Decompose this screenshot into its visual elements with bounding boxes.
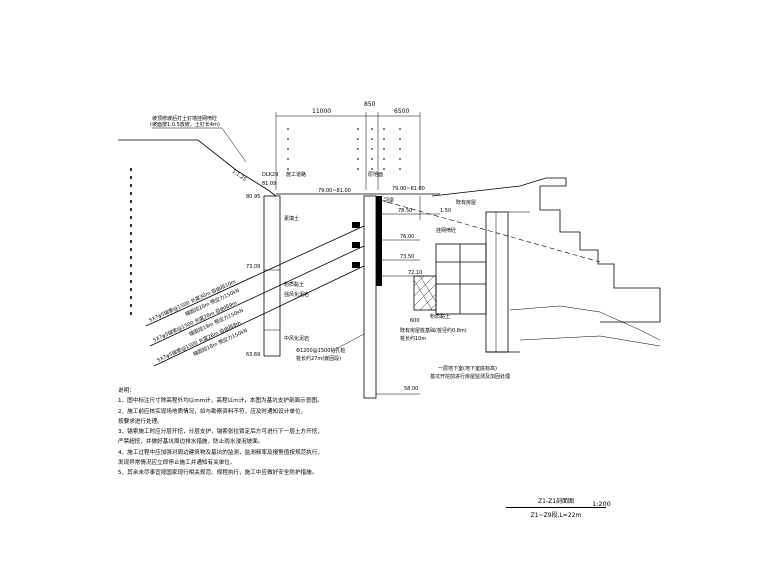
notes-section: 说明： 1、图中标注尺寸除高程外均以mm计，高程以m计，本图为基坑支护剖面示意图… xyxy=(118,386,448,479)
elev-right-1: 78.50 xyxy=(398,208,412,214)
dim-top-right: 6500 xyxy=(394,108,409,115)
anchor-cable-2 xyxy=(149,245,365,347)
right-note: 挂网喷砼 xyxy=(436,227,456,234)
note-line: 2、施工前应核实现场地质情况，如与勘察资料不符，应及时通知设计单位， xyxy=(118,408,307,415)
note-line: 按要求进行处理。 xyxy=(118,418,163,425)
bench-hatch xyxy=(413,275,437,311)
note-line: 严禁超挖，并做好基坑周边排水措施，防止雨水浸泡坡面。 xyxy=(118,439,264,446)
left-soil-column xyxy=(263,195,281,357)
house-roof-line xyxy=(431,177,567,197)
pile-label-leader xyxy=(333,333,365,351)
slope-note-1: 坡顶修坡后打土钉墙挂网喷砼 xyxy=(152,115,217,122)
note-line: 3、锚索施工时应分层开挖，分层支护，锚索张拉锁定后方可进行下一层土方开挖， xyxy=(118,429,323,436)
slope-note-leader xyxy=(152,127,247,163)
anchor-cable-3 xyxy=(153,265,365,367)
support-pile xyxy=(363,195,377,399)
bottom-label-2: 基坑开挖前进行房屋监测及加固处理 xyxy=(430,373,510,380)
bottom-label-1: 一层地下室(地下室底标高) xyxy=(438,365,497,372)
scale-label: 1:200 xyxy=(592,500,611,508)
pile-sub-label: 桩长约27m(嵌固段) xyxy=(296,355,341,362)
pile-label: Φ1200@1500钻孔桩 xyxy=(296,347,345,354)
elev-left-2: 73.09 xyxy=(246,264,260,270)
elev-left-3: 63.69 xyxy=(246,352,260,358)
notes-title: 说明： xyxy=(118,388,135,394)
note-line: 发现异常情况应立即停止施工并通知有关单位。 xyxy=(118,460,236,467)
section-subtitle: Z1~Z9段,L=22m xyxy=(530,512,582,519)
note-line: 1、图中标注尺寸除高程外均以mm计，高程以m计，本图为基坑支护剖面示意图。 xyxy=(118,398,323,405)
soil-label-4: 中风化泥岩 xyxy=(284,335,309,342)
soil-label-2: 粉质黏土 xyxy=(284,281,304,288)
foundation-label-1: 既有房屋桩基础(桩径约0.8m) xyxy=(400,327,467,334)
slope-note-2: (坡面按1:0.5放坡，土钉长4m) xyxy=(150,121,220,128)
section-title: Z1-Z1剖面图 xyxy=(506,496,606,508)
house-label: 既有房屋 xyxy=(456,199,476,206)
note-line: 4、施工过程中应加强对周边建筑物及基坑的监测，监测频率及报警值按规范执行， xyxy=(118,449,323,456)
crown-beam xyxy=(376,196,382,286)
elev-top-left: 81.09 xyxy=(262,181,276,187)
elev-bottom: 58.00 xyxy=(404,386,418,392)
title-block: Z1-Z1剖面图 Z1~Z9段,L=22m xyxy=(506,496,606,519)
soil-label-1: 素填土 xyxy=(284,215,299,222)
foundation-label-2: 桩长约10m xyxy=(400,335,426,342)
station-label: DLK29 xyxy=(262,172,278,178)
beam-label: 冠梁 xyxy=(384,197,394,204)
terrain-lower-line-2 xyxy=(519,335,661,347)
terrain-lower-line xyxy=(509,305,661,341)
anchor-cable-1 xyxy=(145,225,365,327)
ground-label: 原地面 xyxy=(368,171,383,178)
elev-right-3: 73.50 xyxy=(400,254,414,260)
elev-left-1: 80.95 xyxy=(246,194,260,200)
elev-road: 79.00~81.00 xyxy=(318,188,351,194)
fill-label: 粉质黏土 xyxy=(430,313,450,320)
slope-ratio: 1:1.25 xyxy=(231,169,248,183)
road-label: 施工道路 xyxy=(286,171,306,178)
dist-label: 1.50 xyxy=(440,208,451,214)
small-dim: 600 xyxy=(410,318,420,324)
elev-right-4: 72.10 xyxy=(408,270,422,276)
elev-right-top: 79.00~81.00 xyxy=(392,186,425,192)
elev-right-2: 76.00 xyxy=(400,234,414,240)
influence-dash-line xyxy=(379,199,601,263)
soil-label-3: 强风化泥岩 xyxy=(284,291,309,298)
anchor-heads xyxy=(352,222,360,268)
dimension-column-marks xyxy=(287,128,401,170)
dim-top-left: 11000 xyxy=(312,108,331,115)
note-line: 5、其余未尽事宜按国家现行相关规范、规程执行，施工中应做好安全防护措施。 xyxy=(118,470,318,477)
terrain-step-line xyxy=(539,186,661,323)
dim-top-mid: 850 xyxy=(364,101,376,108)
ground-slope-line xyxy=(118,139,277,197)
existing-building-frame xyxy=(435,211,530,353)
